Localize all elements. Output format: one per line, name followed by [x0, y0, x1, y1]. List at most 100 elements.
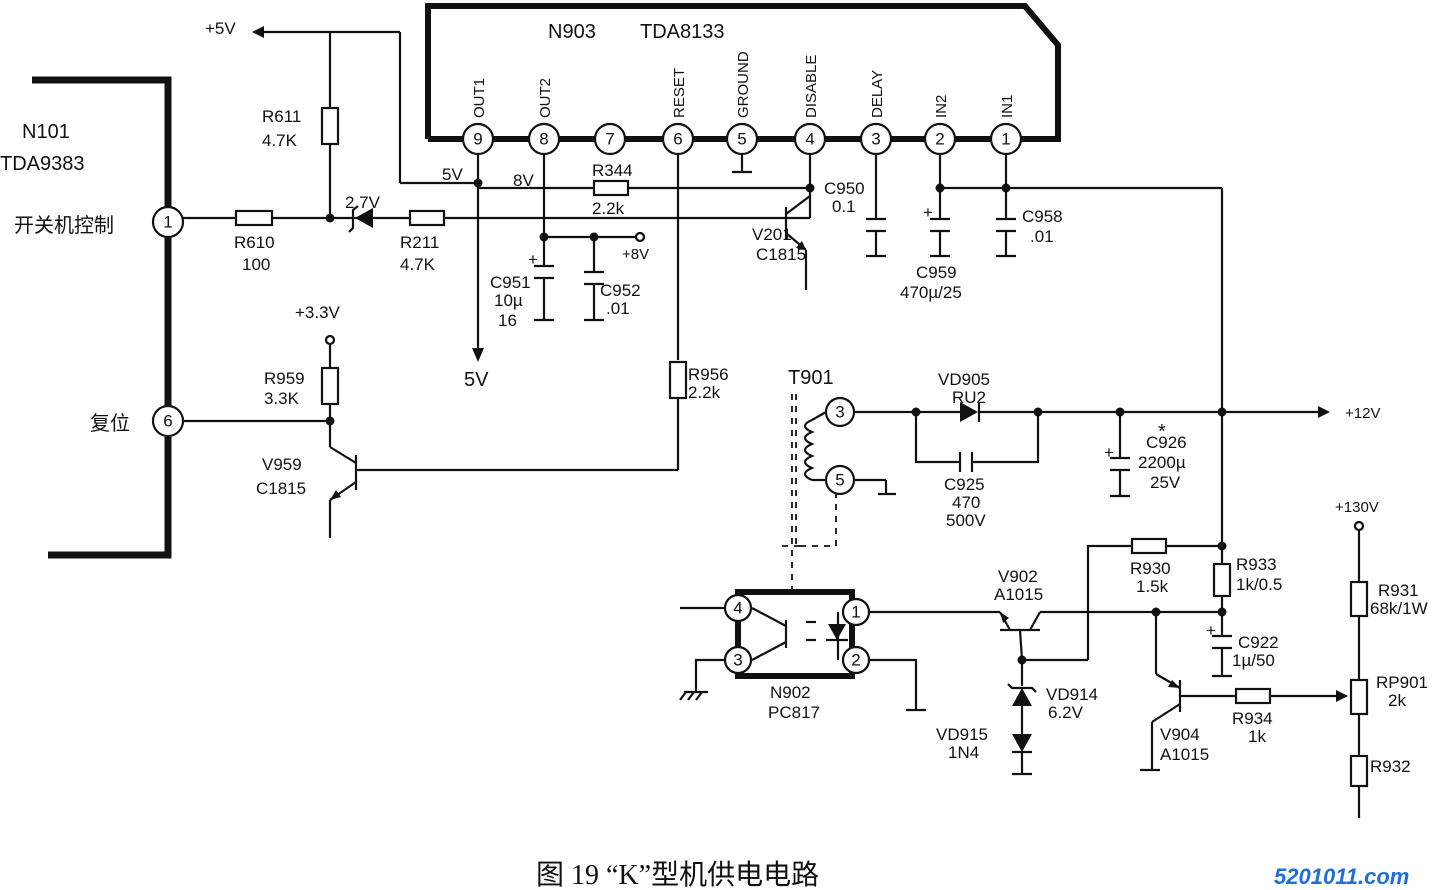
n903-pin-name: IN1: [999, 95, 1016, 118]
n902-pin2: 2: [851, 651, 860, 670]
watermark: 5201011.com: [1274, 864, 1409, 889]
n903-pin-7: [593, 122, 627, 156]
rp901-ref: RP901: [1376, 673, 1428, 692]
r933-ref: R933: [1236, 555, 1277, 574]
rail-plus130v: +130V: [1335, 499, 1379, 516]
rail-plus5v-top: +5V: [205, 19, 236, 38]
t901-pin5: 5: [835, 471, 844, 490]
rail-5v-out: 5V: [464, 369, 489, 391]
c922-ref: C922: [1238, 633, 1279, 652]
figure-caption: 图 19 “K”型机供电电路: [536, 859, 819, 890]
r934-ref: R934: [1232, 709, 1273, 728]
c952-capacitor: C952 .01: [584, 270, 641, 322]
rail-8v-node: 8V: [513, 171, 534, 190]
r934-val: 1k: [1248, 727, 1266, 746]
r344-resistor: R344 2.2k: [592, 161, 633, 218]
n101-pin1-num: 1: [163, 213, 172, 232]
n902-pin4: 4: [733, 599, 742, 618]
c922-plus: +: [1206, 621, 1216, 640]
vd905-type: RU2: [952, 388, 986, 407]
c922-val: 1µ/50: [1232, 651, 1275, 670]
t901-transformer: T901 3 5: [782, 367, 896, 590]
vd914-ref: VD914: [1046, 685, 1098, 704]
v959-ref: V959: [262, 455, 302, 474]
r930-val: 1.5k: [1136, 577, 1169, 596]
r932-ref: R932: [1370, 757, 1411, 776]
c950-ref: C950: [824, 179, 865, 198]
r611-ref: R611: [262, 107, 301, 126]
n903-pin-num: 6: [673, 130, 682, 149]
r931-ref: R931: [1378, 581, 1419, 600]
vd914-val: 6.2V: [1048, 703, 1084, 722]
v959-type: C1815: [256, 479, 306, 498]
reset-circuit: R959 3.3K V959 C1815: [183, 334, 358, 538]
rail-2v7: 2.7V: [345, 193, 381, 212]
r931-val: 68k/1W: [1370, 599, 1428, 618]
r610-val: 100: [242, 255, 270, 274]
c925-ref: C925: [944, 475, 985, 494]
rectifier-12v: VD905 RU2 C925 470 500V + * C926 2200µ 2…: [854, 370, 1330, 530]
n903-pin-num: 9: [473, 130, 482, 149]
n903-pin-num: 3: [871, 130, 880, 149]
v904-type: A1015: [1160, 745, 1209, 764]
n903-pin-name: DELAY: [869, 70, 886, 118]
n902-pin1: 1: [851, 603, 860, 622]
n902-type: PC817: [768, 703, 820, 722]
n101-pin-1: [151, 205, 185, 239]
c951-capacitor: + C951 10µ 16: [490, 250, 554, 330]
n902-ref: N902: [770, 683, 811, 702]
vd905-ref: VD905: [938, 370, 990, 389]
r959-ref: R959: [264, 369, 305, 388]
n101-pin1-label: 开关机控制: [14, 214, 114, 237]
v902-ref: V902: [998, 567, 1038, 586]
n903-pin-num: 7: [605, 130, 614, 149]
c958-val: .01: [1030, 227, 1054, 246]
c926-mark: *: [1158, 421, 1166, 443]
c951-plus: +: [528, 250, 538, 269]
n903-pin-name: OUT1: [471, 78, 488, 118]
n903-pin-num: 1: [1001, 130, 1010, 149]
n903-pin-num: 2: [935, 130, 944, 149]
c926-volt: 25V: [1150, 473, 1181, 492]
r611-val: 4.7K: [262, 131, 298, 150]
c951-val: 10µ: [494, 291, 523, 310]
vd915-type: 1N4: [948, 743, 979, 762]
v201-transistor: V201 C1815: [752, 195, 811, 290]
rp901-val: 2k: [1388, 691, 1406, 710]
c950-capacitor: C950 0.1: [824, 179, 886, 258]
n903-pin-name: IN2: [933, 95, 950, 118]
c958-ref: C958: [1022, 207, 1063, 226]
n903-ref: N903: [548, 21, 596, 43]
n903-pin-name: GROUND: [735, 51, 752, 118]
rail-plus8v: +8V: [622, 246, 649, 263]
n902-optocoupler: 4 3 1 2 N902 PC817: [679, 589, 926, 722]
c959-plus: +: [923, 203, 933, 222]
regulation-circuit: R930 1.5k R933 1k/0.5 + C922 1µ/50 V902 …: [866, 520, 1428, 818]
r211-ref: R211: [400, 233, 439, 252]
c952-ref: C952: [600, 281, 641, 300]
c926-val: 2200µ: [1138, 453, 1186, 472]
c950-val: 0.1: [832, 197, 856, 216]
c925-volt: 500V: [946, 511, 986, 530]
n903-pin-name: OUT2: [537, 78, 554, 118]
r959-val: 3.3K: [264, 389, 300, 408]
r211-val: 4.7K: [400, 255, 436, 274]
r956-ref: R956: [688, 365, 729, 384]
c959-val: 470µ/25: [900, 283, 962, 302]
n903-pin-num: 4: [805, 130, 814, 149]
n903-pin-name: RESET: [671, 68, 688, 118]
c952-val: .01: [606, 299, 630, 318]
vd915-ref: VD915: [936, 725, 988, 744]
c959-ref: C959: [916, 263, 957, 282]
n101-type: TDA9383: [0, 153, 85, 175]
n903-pin-num: 8: [539, 130, 548, 149]
n101-pin6-num: 6: [163, 412, 172, 431]
zener-diode-2v7: [348, 205, 373, 233]
r956-resistor: R956 2.2k: [356, 360, 729, 472]
v201-ref: V201: [752, 225, 792, 244]
c951-ref: C951: [490, 273, 531, 292]
c926-ref: C926: [1146, 433, 1187, 452]
n903-pin-name: DISABLE: [803, 55, 820, 118]
r610-resistor: R610 100: [234, 209, 275, 274]
